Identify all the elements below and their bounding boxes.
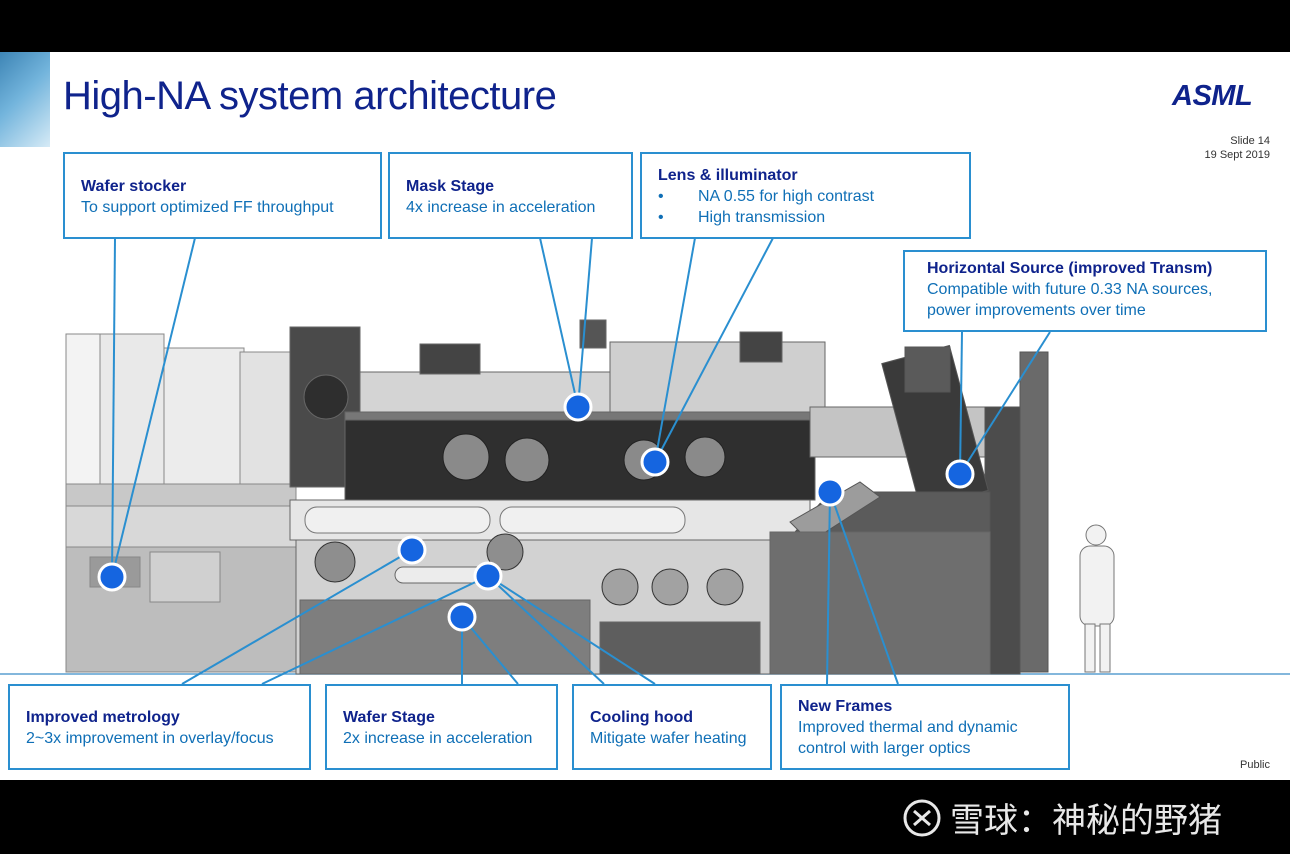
marker-mask-stage bbox=[563, 392, 593, 422]
xueqiu-logo-icon bbox=[903, 799, 941, 836]
callout-cooling-hood: Cooling hood Mitigate wafer heating bbox=[572, 684, 772, 770]
watermark-text: 雪球：神秘的野猪 bbox=[950, 802, 1222, 840]
machine-diagram bbox=[0, 237, 1290, 685]
callout-text: control with larger optics bbox=[798, 740, 971, 757]
callout-text: Mitigate wafer heating bbox=[590, 730, 747, 747]
asml-logo: ASML bbox=[1172, 80, 1253, 112]
callout-title: Horizontal Source (improved Transm) bbox=[927, 260, 1213, 277]
callout-text: 2x increase in acceleration bbox=[343, 730, 533, 747]
callout-bullet: High transmission bbox=[658, 207, 969, 228]
lower-section bbox=[295, 531, 991, 675]
callout-new-frames: New Frames Improved thermal and dynamic … bbox=[780, 684, 1070, 770]
callout-mask-stage: Mask Stage 4x increase in acceleration bbox=[388, 152, 633, 239]
callout-horizontal-source: Horizontal Source (improved Transm) Comp… bbox=[903, 250, 1267, 332]
marker-lens bbox=[640, 447, 670, 477]
markers bbox=[97, 392, 975, 632]
callout-title: Wafer stocker bbox=[81, 178, 187, 195]
callout-text: 2~3x improvement in overlay/focus bbox=[26, 730, 274, 747]
marker-source bbox=[945, 459, 975, 489]
marker-cooling-hood bbox=[473, 561, 503, 591]
slide-number: Slide 14 bbox=[1230, 135, 1270, 147]
callout-bullet: NA 0.55 for high contrast bbox=[658, 186, 969, 207]
callout-text: To support optimized FF throughput bbox=[81, 199, 334, 216]
callout-text: 4x increase in acceleration bbox=[406, 199, 596, 216]
wafer-stocker-module bbox=[65, 333, 297, 673]
callout-lens-illuminator: Lens & illuminator NA 0.55 for high cont… bbox=[640, 152, 971, 239]
callout-bullets: NA 0.55 for high contrast High transmiss… bbox=[658, 186, 969, 228]
main-body bbox=[289, 319, 1021, 541]
callout-title: Cooling hood bbox=[590, 709, 694, 726]
marker-wafer-stocker bbox=[97, 562, 127, 592]
callout-title: Mask Stage bbox=[406, 178, 495, 195]
watermark: 雪球：神秘的野猪 bbox=[902, 793, 1222, 842]
marker-wafer-stage bbox=[447, 602, 477, 632]
person-silhouette bbox=[1079, 524, 1115, 673]
slide-date: 19 Sept 2019 bbox=[1204, 149, 1270, 161]
callout-text: Improved thermal and dynamic bbox=[798, 719, 1018, 736]
marker-new-frames bbox=[815, 477, 845, 507]
callout-text: Compatible with future 0.33 NA sources, bbox=[927, 281, 1213, 298]
slide: High-NA system architecture ASML Slide 1… bbox=[0, 52, 1290, 780]
slide-title: High-NA system architecture bbox=[63, 74, 557, 118]
callout-wafer-stage: Wafer Stage 2x increase in acceleration bbox=[325, 684, 558, 770]
leader-lines bbox=[111, 237, 1051, 685]
callout-title: Improved metrology bbox=[26, 709, 180, 726]
callout-title: Wafer Stage bbox=[343, 709, 435, 726]
callout-wafer-stocker: Wafer stocker To support optimized FF th… bbox=[63, 152, 382, 239]
marker-metrology bbox=[397, 535, 427, 565]
corner-accent bbox=[0, 52, 50, 147]
callout-title: Lens & illuminator bbox=[658, 167, 798, 184]
bottom-letterbox bbox=[0, 780, 1290, 854]
callout-text: power improvements over time bbox=[927, 302, 1146, 319]
callout-title: New Frames bbox=[798, 698, 893, 715]
slide-meta: Slide 14 19 Sept 2019 bbox=[1205, 134, 1270, 162]
callout-improved-metrology: Improved metrology 2~3x improvement in o… bbox=[8, 684, 311, 770]
top-letterbox bbox=[0, 0, 1290, 52]
classification-label: Public bbox=[1240, 759, 1270, 771]
